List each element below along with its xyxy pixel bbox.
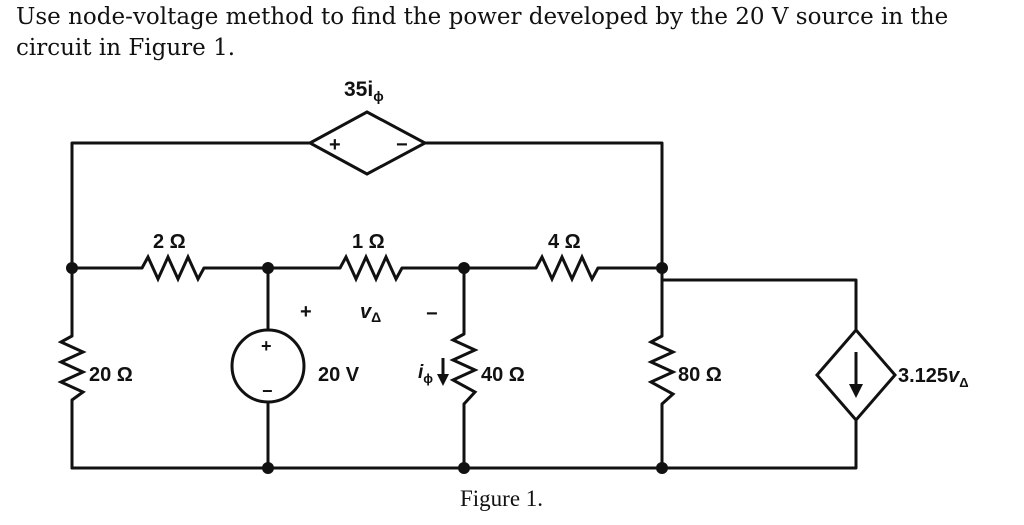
resistor-80-ohm [647,334,677,406]
resistor-2-ohm [140,253,206,283]
problem-text: Use node-voltage method to find the powe… [16,4,949,61]
wire-bottom [70,430,858,470]
resistor-2-ohm-label: 2 Ω [153,231,186,253]
node-bottom-3 [656,462,668,474]
current-source-arrow-icon [849,352,863,398]
node-mid-1 [262,262,274,274]
node-left-mid [66,262,78,274]
node-bottom-2 [458,462,470,474]
node-mid-2 [458,262,470,274]
resistor-20-ohm [57,334,87,402]
dependent-source-minus: − [396,134,408,156]
nodes [66,262,668,474]
dependent-source-plus: + [329,134,341,156]
voltage-source-20v [230,328,306,404]
source-minus: − [262,381,273,401]
v-delta-label: vΔ [360,301,381,325]
dependent-source-label: 35iϕ [344,78,384,104]
resistor-4-ohm-label: 4 Ω [548,231,581,253]
figure-caption: Figure 1. [460,486,544,511]
voltage-source-label: 20 V [318,364,360,386]
dependent-current-label: 3.125vΔ [898,365,969,390]
resistor-20-ohm-label: 20 Ω [89,364,133,386]
v-delta-minus: − [426,303,438,325]
resistor-80-ohm-label: 80 Ω [678,364,722,386]
node-mid-3 [656,262,668,274]
wire-top-left [70,141,312,270]
v-delta-plus: + [300,301,312,323]
source-plus: + [261,336,272,356]
wire-top-right [423,141,664,270]
resistor-40-ohm-label: 40 Ω [481,364,525,386]
node-bottom-1 [262,462,274,474]
resistor-40-ohm [449,332,479,406]
resistor-1-ohm [338,253,404,283]
resistor-4-ohm [534,253,600,283]
wire-mid-right [660,278,858,322]
current-label: iϕ [418,362,433,386]
dependent-voltage-source [306,110,429,176]
current-arrow-icon [437,358,449,386]
resistor-1-ohm-label: 1 Ω [352,231,385,253]
